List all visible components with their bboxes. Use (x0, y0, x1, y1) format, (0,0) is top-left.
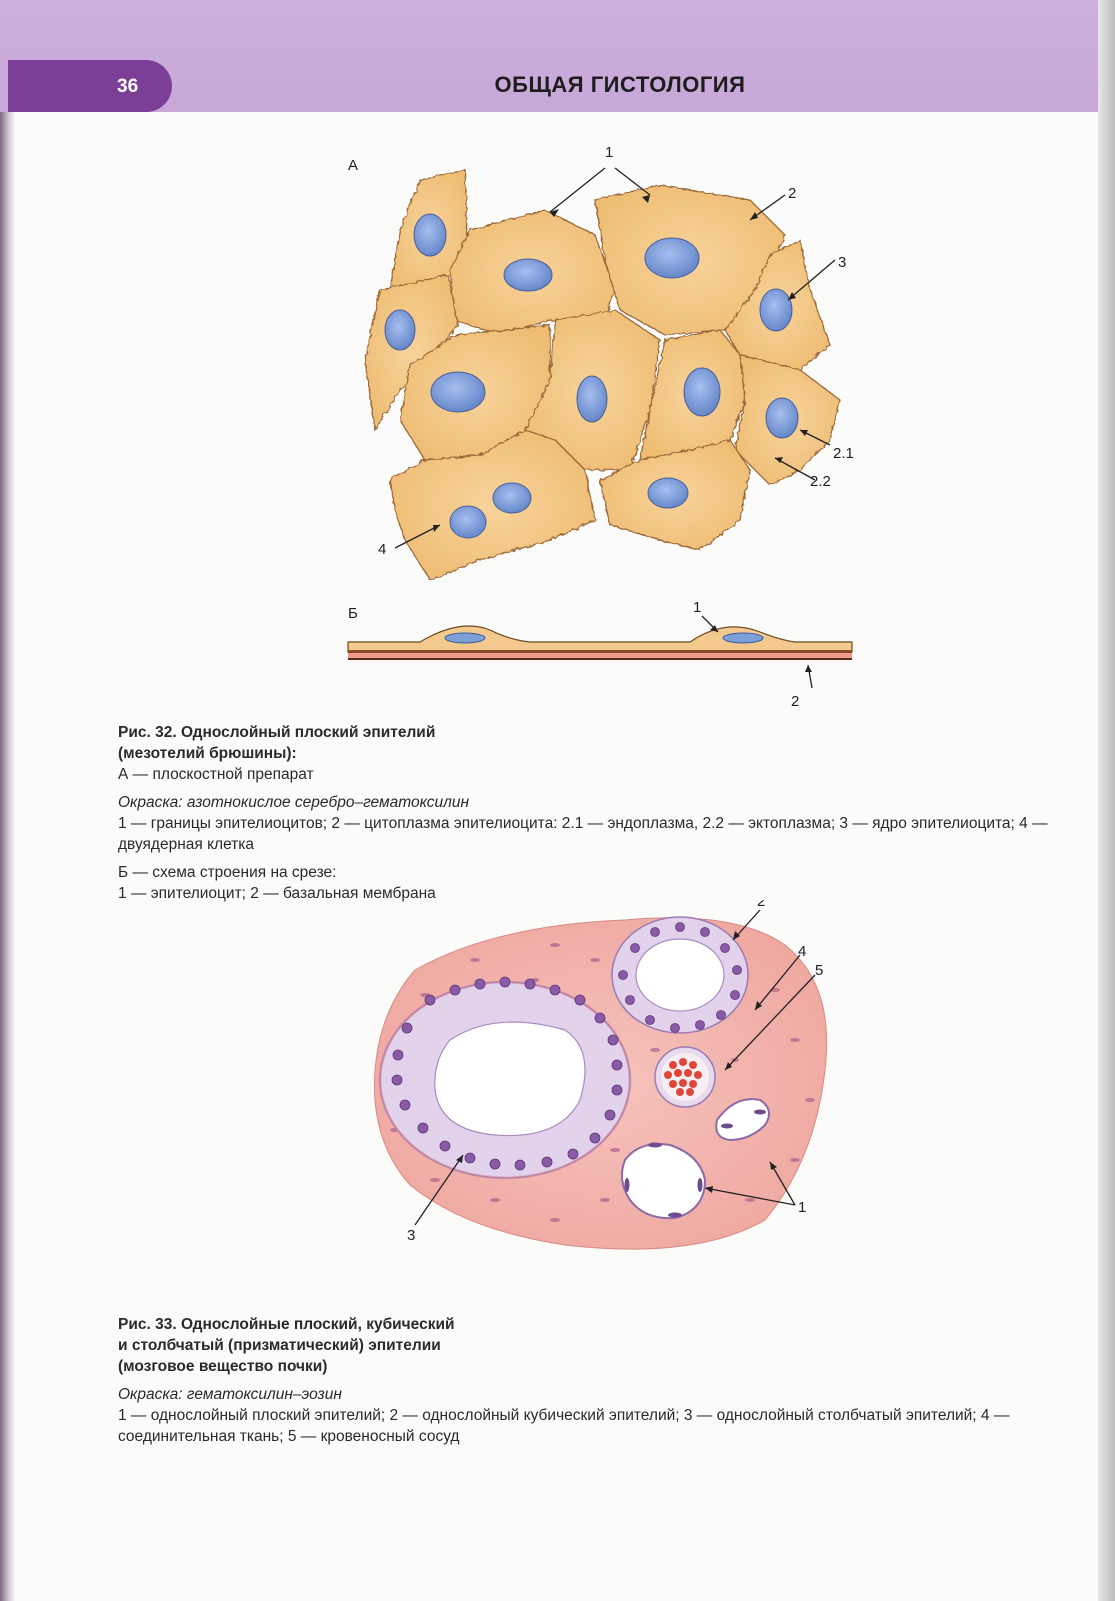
figure-32-illustration: А 1 2 3 2.1 2.2 4 Б 1 2 (347, 144, 854, 710)
squamous-epithelium-tubules (620, 1098, 770, 1220)
panel-a-arrowheads (433, 195, 808, 532)
figure-33-title-line-3: (мозговое вещество почки) (118, 1358, 328, 1375)
panel-b-callout-1: 1 (693, 599, 701, 616)
figure-33-title-line-2: и столбчатый (призматический) эпителии (118, 1337, 441, 1354)
panel-a-cell-sheet (364, 169, 841, 581)
figure-32-legend-b: 1 — эпителиоцит; 2 — базальная мембрана (118, 885, 436, 902)
panel-a-nuclei (384, 213, 799, 539)
figure-32-panel-a-description: А — плоскостной препарат (118, 766, 314, 783)
panel-a-label: А (348, 157, 358, 174)
figure-32-caption: Рис. 32. Однослойный плоский эпителий (м… (118, 722, 1078, 904)
figure-33-callout-labels: 2 4 5 3 1 (407, 900, 823, 1244)
panel-b-section (347, 625, 853, 660)
columnar-nuclei (391, 976, 623, 1171)
erythrocytes (664, 1058, 702, 1096)
squamous-nuclei (624, 1109, 766, 1218)
figure-33-legend: 1 — однослойный плоский эпителий; 2 — од… (118, 1407, 1010, 1445)
fig33-callout-3: 3 (407, 1227, 415, 1244)
running-title: ОБЩАЯ ГИСТОЛОГИЯ (494, 72, 746, 97)
figure-32-title-line-2: (мезотелий брюшины): (118, 745, 297, 762)
figure-33-illustration: 2 4 5 3 1 (373, 900, 828, 1250)
header-band (0, 0, 1098, 112)
figure-33-caption: Рис. 33. Однослойные плоский, кубический… (118, 1314, 1078, 1447)
columnar-epithelium-tubule (378, 980, 632, 1180)
cuboidal-epithelium-tubule (611, 916, 749, 1034)
callout-2-2: 2.2 (810, 473, 831, 490)
callout-1: 1 (605, 144, 613, 161)
fig33-callout-4: 4 (798, 943, 806, 960)
fig33-callout-1: 1 (798, 1199, 806, 1216)
figure-33-stain: Окраска: гематоксилин–эозин (118, 1386, 342, 1403)
callout-2: 2 (788, 185, 796, 202)
callout-2-1: 2.1 (833, 445, 854, 462)
fig33-callout-5: 5 (815, 962, 823, 979)
fig33-callout-2: 2 (757, 900, 765, 910)
panel-b-callout-2: 2 (791, 693, 799, 710)
figure-32-title-line-1: Рис. 32. Однослойный плоский эпителий (118, 724, 436, 741)
figure-32-stain: Окраска: азотнокислое серебро–гематоксил… (118, 794, 470, 811)
panel-b-label: Б (348, 605, 358, 622)
callout-4: 4 (378, 541, 386, 558)
callout-3: 3 (838, 254, 846, 271)
page-number-tab (8, 60, 172, 112)
blood-vessel (654, 1046, 716, 1108)
figure-33-arrowheads (456, 931, 777, 1193)
page-number: 36 (117, 76, 139, 97)
book-spine (0, 0, 14, 1601)
panel-a-callout-labels: 1 2 3 2.1 2.2 4 (378, 144, 854, 558)
panel-a-callout-lines (394, 167, 836, 549)
page-edge (1098, 0, 1115, 1601)
figure-32-legend-a: 1 — границы эпителиоцитов; 2 — цитоплазм… (118, 815, 1048, 853)
figure-32-panel-b-description: Б — схема строения на срезе: (118, 864, 337, 881)
cuboidal-nuclei (618, 922, 742, 1033)
figure-33-title-line-1: Рис. 33. Однослойные плоский, кубический (118, 1316, 455, 1333)
